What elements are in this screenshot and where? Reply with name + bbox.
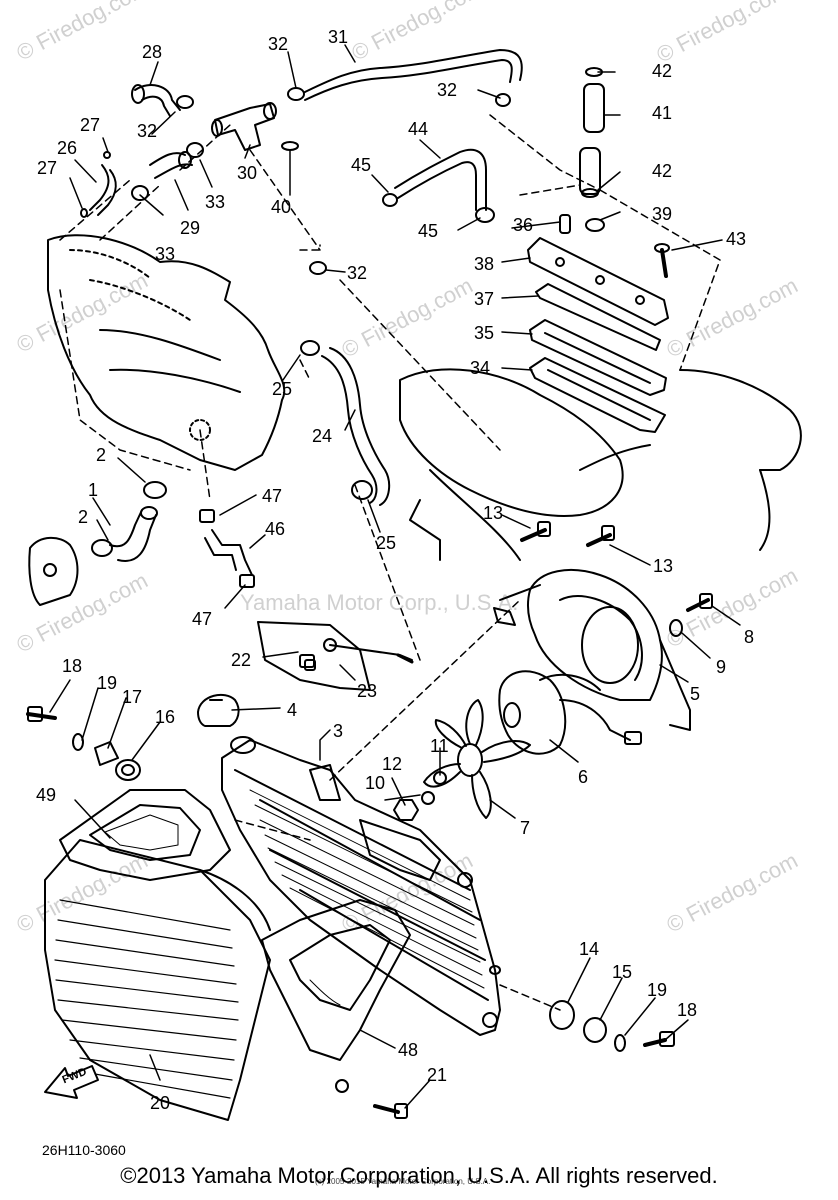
engine-block <box>47 234 286 471</box>
engine-right-outline <box>399 368 802 561</box>
pipe-41 <box>579 83 605 195</box>
guard-bracket-48 <box>261 899 411 1093</box>
callout-35: 35 <box>474 323 495 343</box>
fan-shroud-5 <box>493 569 691 731</box>
callout-47-top: 47 <box>262 486 283 506</box>
callout-45-top: 45 <box>351 155 372 175</box>
bolts <box>26 243 713 1119</box>
hose-28 <box>131 84 181 117</box>
callout-18-right: 18 <box>677 1000 698 1020</box>
callout-42-top: 42 <box>652 61 673 81</box>
callout-45-mid: 45 <box>418 221 439 241</box>
callout-21: 21 <box>427 1065 448 1085</box>
callout-36: 36 <box>513 215 534 235</box>
callout-12: 12 <box>382 754 403 774</box>
callout-19-right: 19 <box>647 980 668 1000</box>
callout-16: 16 <box>155 707 176 727</box>
callout-41: 41 <box>652 103 673 123</box>
callout-38: 38 <box>474 254 495 274</box>
hose-29 <box>149 151 193 179</box>
fine-print: (c) 2005-2015 Yamaha Motor Corporation, … <box>315 1177 491 1186</box>
hose-46 <box>204 529 253 576</box>
callout-13-right: 13 <box>653 556 674 576</box>
callout-13-left: 13 <box>483 503 504 523</box>
callout-8: 8 <box>744 627 755 647</box>
hose-1 <box>109 506 158 562</box>
callout-15: 15 <box>612 962 633 982</box>
callout-27-left: 27 <box>37 158 58 178</box>
callout-19-left: 19 <box>97 673 118 693</box>
gasket-34 <box>529 357 666 433</box>
callout-2-left: 2 <box>78 507 89 527</box>
hose-31 <box>304 49 523 101</box>
callout-29: 29 <box>180 218 201 238</box>
callout-6: 6 <box>578 767 589 787</box>
callout-30: 30 <box>237 163 258 183</box>
callout-47-mid: 47 <box>192 609 213 629</box>
callout-27-top: 27 <box>80 115 101 135</box>
callout-14: 14 <box>579 939 600 959</box>
bracket-22-23 <box>257 621 413 691</box>
hose-24 <box>321 347 391 506</box>
copyright-notice: ©2013 Yamaha Motor Corporation, U.S.A. A… <box>120 1163 718 1188</box>
gasket-37 <box>535 283 661 351</box>
callout-48: 48 <box>398 1040 419 1060</box>
callout-18-left: 18 <box>62 656 83 676</box>
callout-44: 44 <box>408 119 429 139</box>
fwd-arrow-icon <box>44 1065 99 1099</box>
radiator-cap-4 <box>197 693 240 727</box>
callout-4: 4 <box>287 700 298 720</box>
watermark-mid-text: Yamaha Motor Corp., U.S.A. <box>240 590 519 615</box>
fan-blade-7 <box>423 699 531 819</box>
callout-33-mid: 33 <box>205 192 226 212</box>
thermostat-housing <box>28 536 79 606</box>
callout-1: 1 <box>88 480 99 500</box>
washers <box>72 619 683 1052</box>
callout-28: 28 <box>142 42 163 62</box>
callout-39: 39 <box>652 204 673 224</box>
callout-24: 24 <box>312 426 333 446</box>
callout-34: 34 <box>470 358 491 378</box>
callout-10: 10 <box>365 773 386 793</box>
callout-46: 46 <box>265 519 286 539</box>
callout-32-mid: 32 <box>347 263 368 283</box>
callout-32-left: 32 <box>137 121 158 141</box>
callout-22: 22 <box>231 650 252 670</box>
clamps <box>80 67 605 588</box>
callout-9: 9 <box>716 657 727 677</box>
guard-bracket-49 <box>59 789 231 881</box>
callout-25-top: 25 <box>272 379 293 399</box>
hose-26 <box>89 164 117 216</box>
callout-17: 17 <box>122 687 143 707</box>
leader-lines <box>49 44 741 1109</box>
callout-32-top: 32 <box>268 34 289 54</box>
callout-42-mid: 42 <box>652 161 673 181</box>
reference-lines <box>59 114 721 1011</box>
pipe-30 <box>211 102 277 151</box>
fan-motor-6 <box>498 670 642 755</box>
callout-33-left: 33 <box>155 244 176 264</box>
callout-40: 40 <box>271 197 292 217</box>
cover-38 <box>527 237 669 326</box>
callout-23: 23 <box>357 681 378 701</box>
gasket-35 <box>529 319 667 396</box>
callout-5: 5 <box>690 684 701 704</box>
hose-44 <box>394 148 487 211</box>
callout-43: 43 <box>726 229 747 249</box>
radiator-3 <box>221 736 501 1036</box>
callout-25-mid: 25 <box>376 533 397 553</box>
callout-26: 26 <box>57 138 78 158</box>
callout-32-right: 32 <box>437 80 458 100</box>
callout-2-top: 2 <box>96 445 107 465</box>
callout-20: 20 <box>150 1093 171 1113</box>
callout-7: 7 <box>520 818 531 838</box>
callout-11: 11 <box>430 736 449 756</box>
callout-31: 31 <box>328 27 349 47</box>
callout-49: 49 <box>36 785 57 805</box>
callout-37: 37 <box>474 289 495 309</box>
drawing-id: 26H110-3060 <box>42 1142 126 1158</box>
callout-3: 3 <box>333 721 344 741</box>
